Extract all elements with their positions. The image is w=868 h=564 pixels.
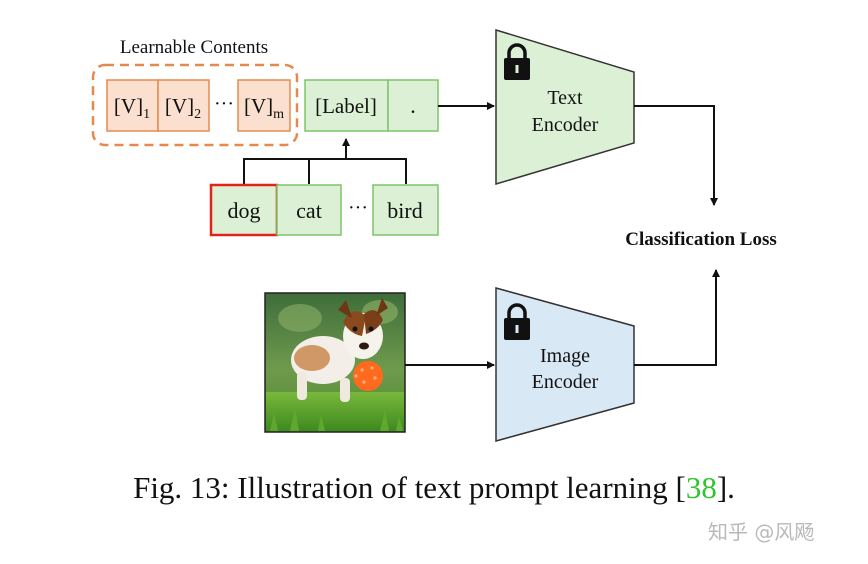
text-encoder-line2: Encoder	[532, 114, 599, 136]
label-token-text: [Label]	[315, 94, 377, 118]
text-encoder-block	[495, 28, 635, 186]
learnable-contents-frame	[91, 63, 299, 147]
learnable-token-2	[157, 79, 210, 132]
label-token	[304, 79, 389, 132]
dog-photo	[264, 292, 406, 433]
text-encoder-to-loss-arrow	[634, 105, 718, 206]
class-ellipsis: ···	[348, 197, 368, 219]
lock-icon	[504, 43, 530, 80]
caption-suffix: ].	[716, 470, 735, 505]
image-encoder-line1: Image	[540, 345, 590, 367]
class-label-dog: dog	[228, 198, 261, 223]
period-token-text: .	[410, 93, 416, 118]
caption-reference-link[interactable]: 38	[685, 470, 717, 505]
image-encoder-block	[495, 287, 635, 442]
period-token	[387, 79, 439, 132]
figure-caption: Fig. 13: Illustration of text prompt lea…	[0, 470, 868, 506]
learnable-token-m-label: [V]m	[244, 94, 284, 122]
class-box-dog	[209, 183, 279, 237]
lock-icon	[504, 303, 530, 340]
class-box-bird	[372, 184, 439, 236]
classification-loss-label: Classification Loss	[625, 229, 777, 250]
learnable-token-1	[106, 79, 159, 132]
learnable-contents-title: Learnable Contents	[120, 37, 268, 58]
class-label-cat: cat	[296, 198, 322, 223]
class-box-cat	[276, 184, 342, 236]
learnable-ellipsis: ···	[214, 93, 234, 115]
text-encoder-line1: Text	[547, 87, 583, 109]
class-label-bird: bird	[387, 198, 422, 223]
image-encoder-line2: Encoder	[532, 371, 599, 393]
learnable-token-2-label: [V]2	[165, 94, 201, 122]
watermark: 知乎 @风飏	[708, 520, 815, 544]
learnable-token-m	[237, 79, 291, 132]
image-encoder-to-loss-arrow	[634, 269, 720, 366]
learnable-token-1-label: [V]1	[114, 94, 150, 122]
caption-prefix: Fig. 13: Illustration of text prompt lea…	[133, 470, 686, 505]
